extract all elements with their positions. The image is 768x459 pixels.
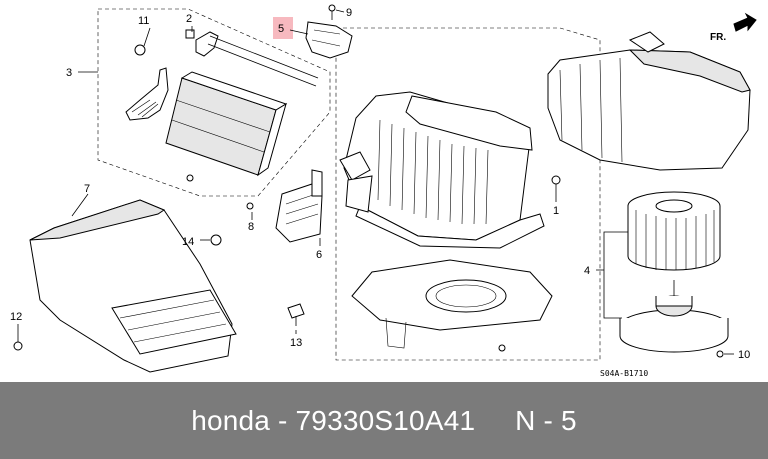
motor-mount-plate xyxy=(351,259,553,352)
blower-resistor xyxy=(305,4,353,59)
callout-9: 9 xyxy=(346,7,352,19)
callout-13: 13 xyxy=(290,337,302,349)
callout-2: 2 xyxy=(186,13,192,25)
filter-lid-frame xyxy=(125,29,319,121)
blower-fan xyxy=(627,191,721,271)
callout-7: 7 xyxy=(84,183,90,195)
callout-5: 5 xyxy=(278,23,284,35)
blower-group-outline xyxy=(335,27,601,361)
callout-1: 1 xyxy=(553,205,559,217)
callout-11: 11 xyxy=(138,15,149,27)
callout-4: 4 xyxy=(584,265,590,277)
blower-housing xyxy=(339,91,561,249)
part-number-footer: honda - 79330S10A41 N - 5 xyxy=(0,382,768,459)
part-number-caption: honda - 79330S10A41 N - 5 xyxy=(191,404,577,436)
front-label: FR. xyxy=(710,32,726,43)
clip-14 xyxy=(210,234,222,246)
scroll-housing-cover xyxy=(547,31,751,171)
callout-6: 6 xyxy=(316,249,322,261)
callout-3: 3 xyxy=(66,67,72,79)
bolt-13 xyxy=(287,303,305,319)
power-transistor xyxy=(275,169,323,243)
filter-group-outline xyxy=(97,8,331,197)
callout-12: 12 xyxy=(10,311,22,323)
screw-12 xyxy=(13,341,23,351)
air-filter xyxy=(165,71,288,182)
parts-diagram: 1 2 3 4 5 6 7 8 9 10 11 12 13 14 FR. S04… xyxy=(10,4,757,378)
callout-8: 8 xyxy=(248,221,254,233)
front-direction-arrow xyxy=(733,12,757,32)
callout-14: 14 xyxy=(182,236,194,248)
blower-motor xyxy=(619,280,729,358)
diagram-code: S04A-B1710 xyxy=(600,369,648,378)
exploded-view-svg: 1 2 3 4 5 6 7 8 9 10 11 12 13 14 FR. S04… xyxy=(10,4,757,378)
air-duct xyxy=(29,199,237,373)
callout-10: 10 xyxy=(738,349,750,361)
resistor-highlight xyxy=(273,17,293,39)
screw-8 xyxy=(246,202,254,210)
